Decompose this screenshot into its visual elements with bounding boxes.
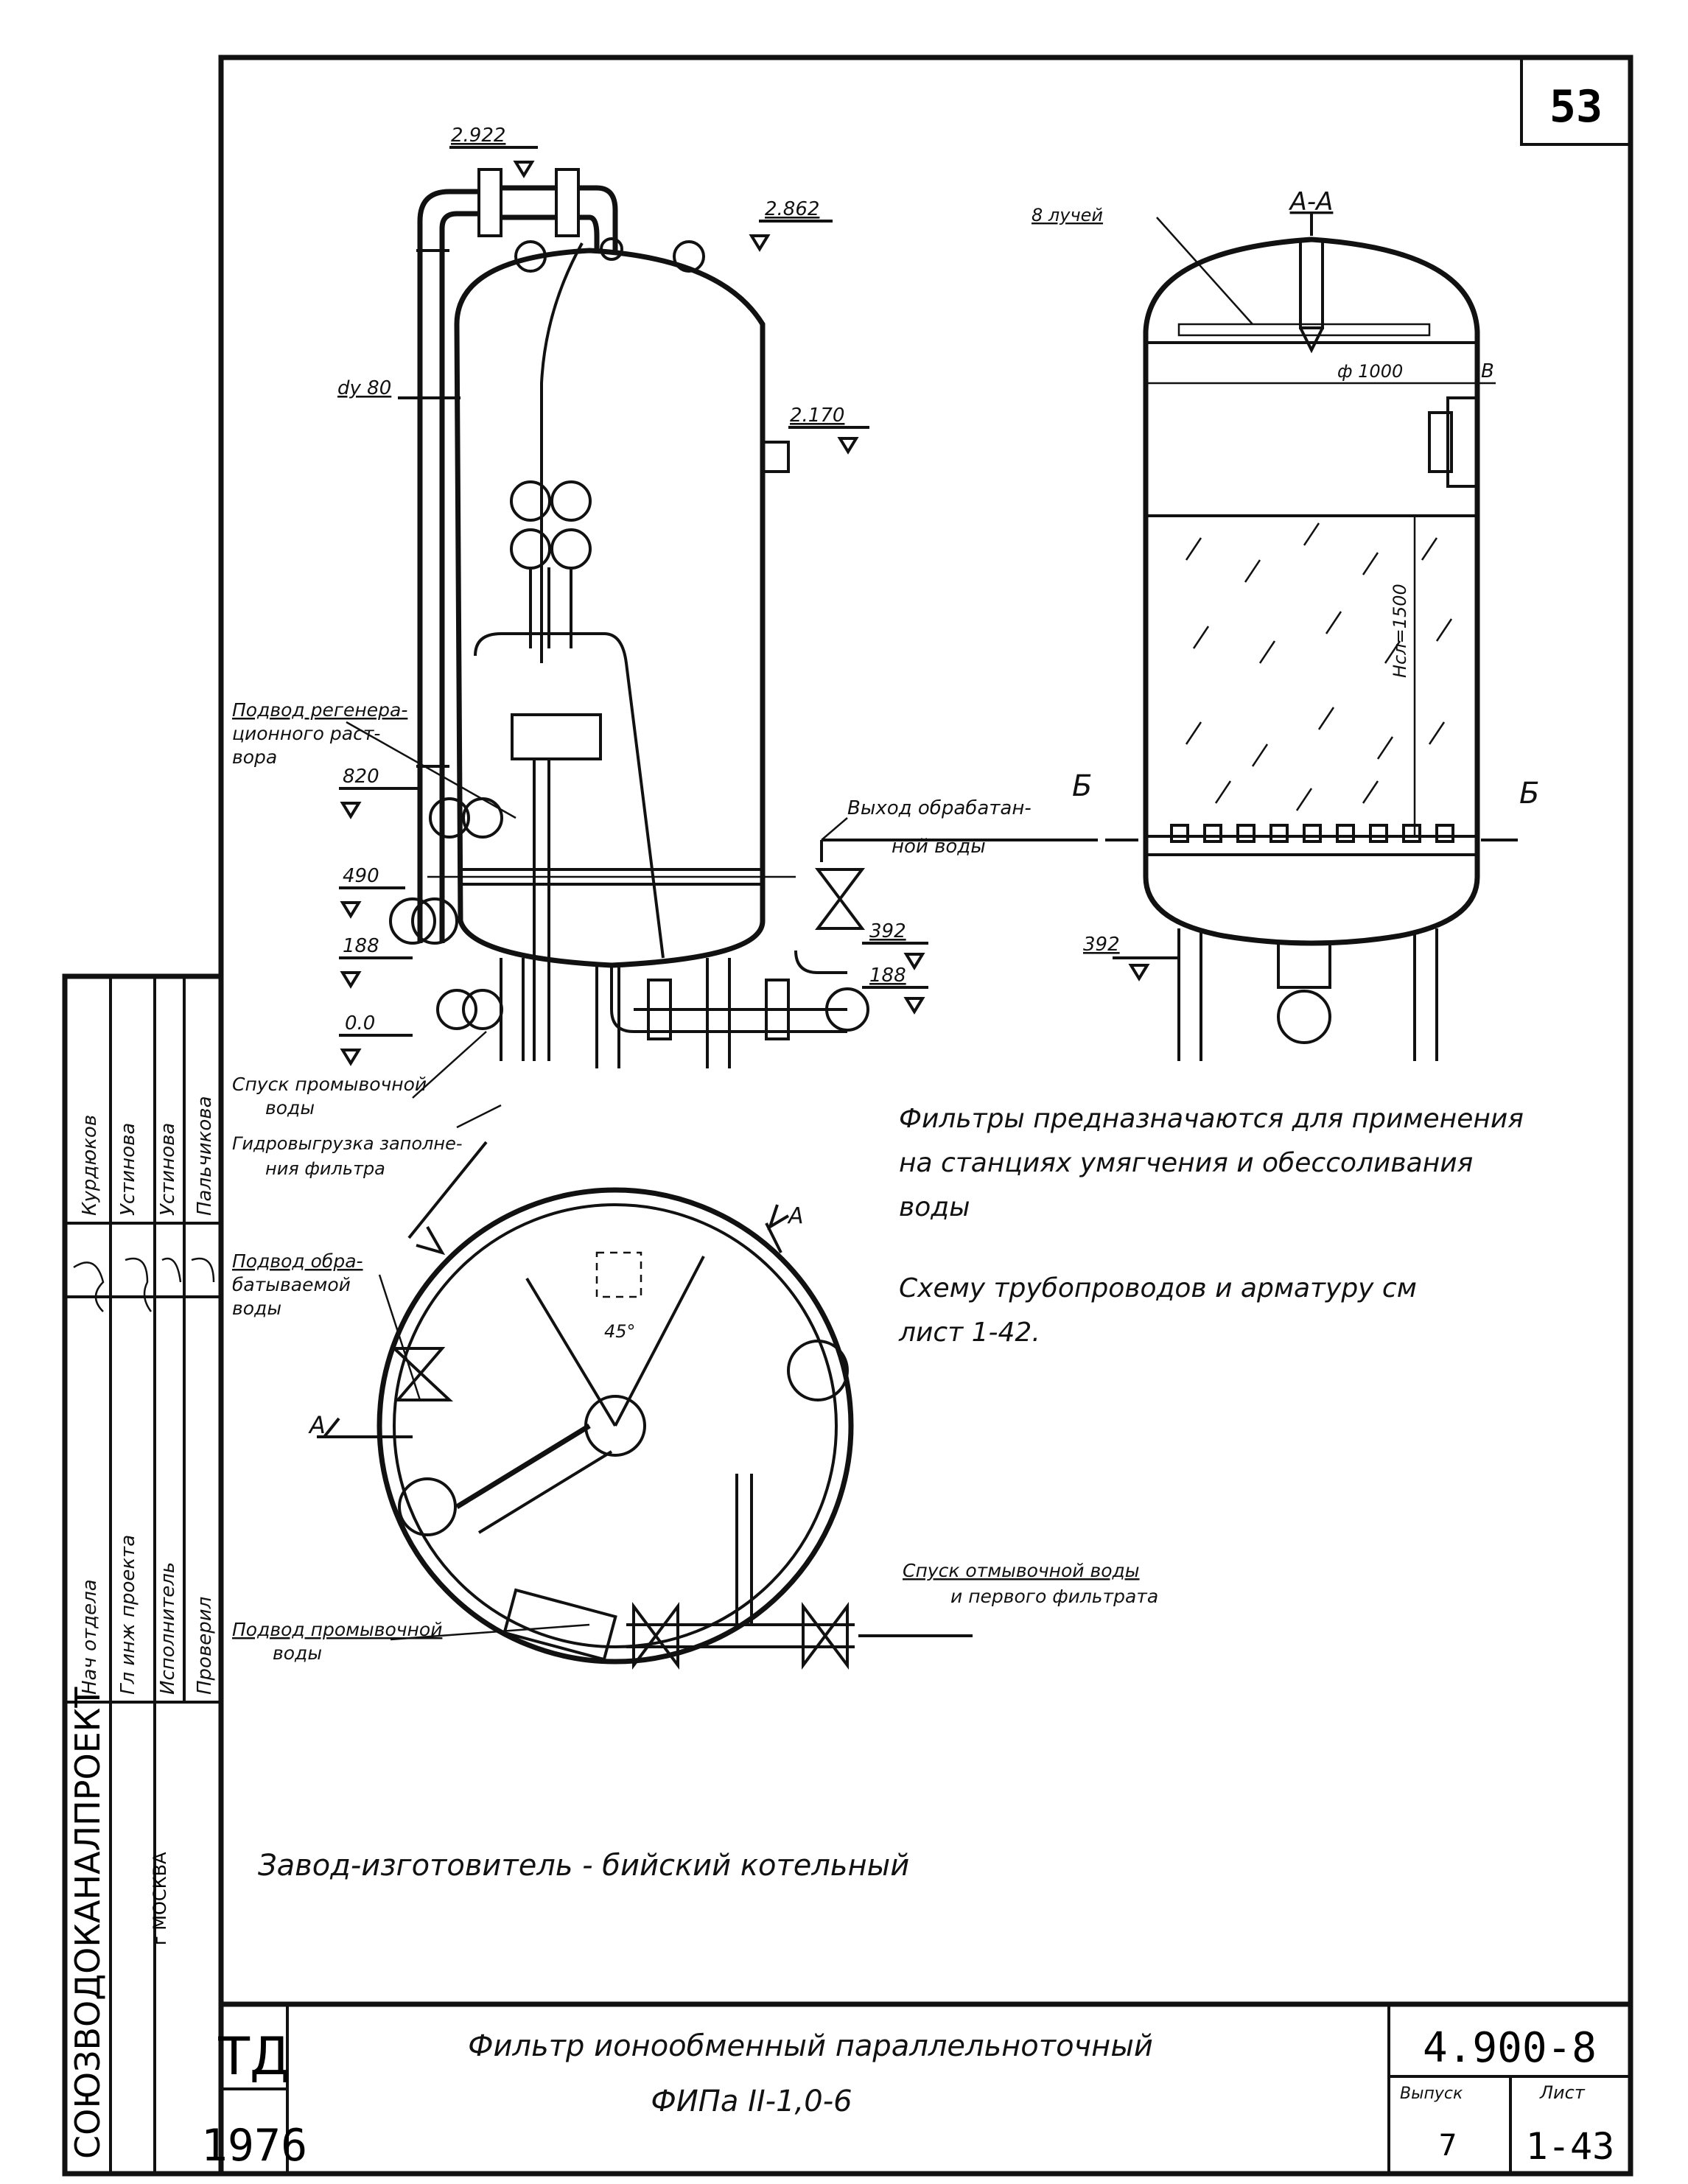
hydro-label-1: Гидровыгрузка заполне-: [232, 1133, 463, 1154]
org-city: г МОСКВА: [150, 1852, 170, 1945]
sec-a-top: А: [787, 1203, 804, 1229]
elev-188-right: 188: [869, 965, 906, 987]
signatures: [73, 1257, 215, 1312]
treated-label-2: батываемой: [232, 1274, 351, 1295]
wash-label-1: Подвод промывочной: [232, 1619, 442, 1640]
treated-label-1: Подвод обра-: [232, 1250, 363, 1272]
flush-label-1: Спуск промывочной: [232, 1074, 427, 1095]
elev-392-section: 392: [1083, 934, 1120, 956]
drawing-title-1: Фильтр ионообменный параллельноточный: [468, 2029, 1153, 2063]
left-title-block: Нач отдела Гл инж проекта Исполнитель Пр…: [68, 1096, 216, 2159]
regen-label-1: Подвод регенера-: [232, 699, 407, 721]
outlet-label-2: ной воды: [892, 836, 986, 858]
height-label: Нсл=1500: [1390, 584, 1410, 678]
elev-820: 820: [343, 766, 379, 788]
treated-leader: [378, 1274, 421, 1401]
sheet-label: Лист: [1539, 2082, 1586, 2103]
note-ref-1: Схему трубопроводов и арматуру см: [899, 1273, 1417, 1303]
elevation-marks: [339, 146, 1098, 1066]
treated-label-3: воды: [232, 1298, 281, 1319]
role-2: Гл инж проекта: [117, 1535, 139, 1695]
plan-view: [317, 1141, 973, 1670]
notes: Фильтры предназначаются для применения н…: [898, 1104, 1524, 1348]
drain-label-2: и первого фильтрата: [950, 1586, 1158, 1607]
year: 1976: [201, 2120, 308, 2171]
name-2: Устинова: [117, 1123, 139, 1216]
leader-lines: [346, 721, 848, 1129]
sec-b-left: Б: [1072, 769, 1092, 803]
section-aa-title: А-А: [1289, 187, 1334, 217]
name-1: Курдюков: [79, 1115, 101, 1216]
name-4: Пальчикова: [194, 1096, 216, 1216]
role-1: Нач отдела: [79, 1579, 101, 1695]
sec-a-left: А: [308, 1411, 326, 1439]
sheet-frame: [62, 55, 1633, 2177]
diameter-label: ф 1000: [1337, 361, 1403, 382]
hydro-label-2: ния фильтра: [265, 1158, 385, 1179]
drain-label-1: Спуск отмывочной воды: [903, 1560, 1140, 1581]
elev-00: 0.0: [345, 1012, 375, 1035]
elev-2922: 2.922: [451, 125, 505, 147]
elev-490: 490: [343, 865, 379, 887]
rays-label: 8 лучей: [1032, 205, 1103, 225]
manufacturer-note: Завод-изготовитель - бийский котельный: [258, 1849, 909, 1883]
issue-label: Выпуск: [1400, 2085, 1463, 2103]
bottom-title-block: ТД 1976 Фильтр ионообменный параллельнот…: [201, 2024, 1614, 2171]
sheet-id: 1-43: [1526, 2125, 1614, 2168]
flush-label-2: воды: [265, 1097, 315, 1119]
wash-label-2: воды: [273, 1642, 322, 1664]
drawing-code: 4.900-8: [1423, 2024, 1597, 2072]
pipe-diameter-label: dy 80: [337, 377, 391, 399]
note-line-1: Фильтры предназначаются для применения: [899, 1104, 1524, 1134]
issue-number: 7: [1438, 2129, 1457, 2163]
regen-label-3: вора: [232, 746, 277, 768]
regen-label-2: ционного раст-: [232, 723, 380, 744]
role-4: Проверил: [194, 1597, 216, 1695]
wash-leader: [390, 1623, 590, 1641]
section-aa: [1105, 214, 1518, 1061]
td-mark: ТД: [217, 2026, 290, 2087]
elev-188: 188: [343, 935, 379, 957]
note-line-3: воды: [899, 1192, 970, 1222]
elev-392-right: 392: [869, 920, 906, 942]
note-ref-2: лист 1-42.: [898, 1317, 1040, 1348]
sec-b-right: Б: [1519, 777, 1539, 811]
elev-2862: 2.862: [765, 198, 819, 220]
name-3: Устинова: [157, 1123, 179, 1216]
role-3: Исполнитель: [157, 1562, 179, 1695]
outlet-label-1: Выход обрабатан-: [847, 797, 1032, 819]
note-line-2: на станциях умягчения и обессоливания: [899, 1148, 1473, 1178]
sec-b-top: В: [1481, 360, 1494, 382]
org-name: СОЮЗВОДОКАНАЛПРОЕКТ: [68, 1687, 108, 2159]
elev-2170: 2.170: [790, 405, 844, 427]
elevation-view: [389, 168, 869, 1068]
drawing-title-2: ФИПа II-1,0-6: [651, 2085, 852, 2118]
sheet-number: 53: [1549, 81, 1603, 133]
angle-label: 45°: [604, 1321, 636, 1342]
